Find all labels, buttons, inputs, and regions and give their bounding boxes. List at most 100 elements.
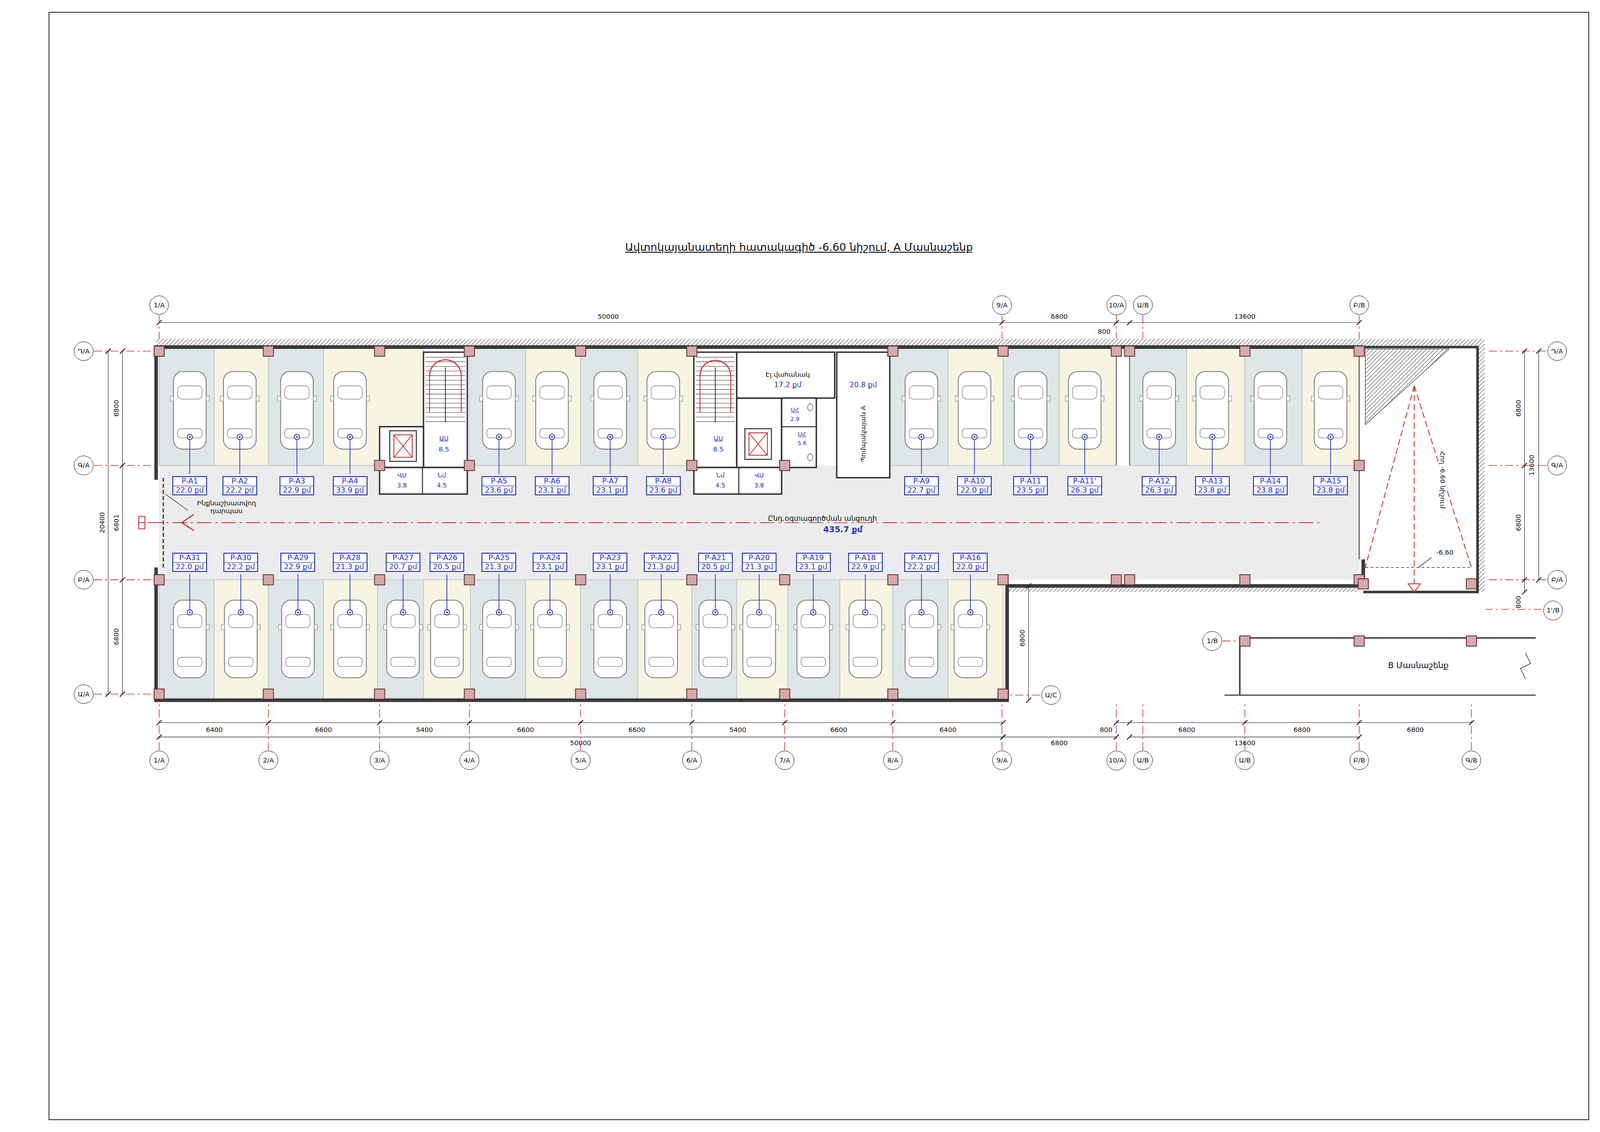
grid-bubble-text: 1'/B xyxy=(1546,606,1560,614)
column xyxy=(1354,346,1365,357)
stair-step xyxy=(695,361,735,363)
parking-stall xyxy=(892,579,948,700)
grid-axis xyxy=(158,315,160,339)
car-body xyxy=(742,600,776,678)
grid-axis xyxy=(1001,704,1003,751)
grid-axis xyxy=(469,704,470,751)
stair-step xyxy=(425,366,466,367)
elevator-cross xyxy=(749,432,768,456)
space-marker xyxy=(712,609,719,616)
car-mirror xyxy=(775,624,779,630)
leader-line xyxy=(921,440,922,475)
grid-axis xyxy=(784,704,785,751)
dimension-line xyxy=(159,736,1004,737)
dimension-label: 5400 xyxy=(415,725,433,734)
grid-bubble-text: Գ/B xyxy=(1465,756,1478,764)
car-mirror xyxy=(845,624,850,630)
car-window xyxy=(651,385,676,399)
room-box: B Մասնաշենք xyxy=(1326,652,1511,678)
leader-line xyxy=(1269,440,1271,475)
dimension-label: -6.60 xyxy=(1436,548,1454,556)
leader-line xyxy=(921,574,922,610)
grid-axis xyxy=(1358,704,1360,751)
parking-stall xyxy=(1059,346,1117,466)
leader-line xyxy=(165,493,188,511)
parking-label: P-A1423.8 քմ xyxy=(1253,476,1288,496)
grid-bubble: 10/A xyxy=(1106,750,1127,771)
grid-bubble-text: 7/A xyxy=(779,756,791,764)
car-body xyxy=(593,600,627,678)
car-mirror xyxy=(366,395,370,401)
parking-label-text: P-A30 xyxy=(224,553,258,563)
car-window xyxy=(957,614,983,628)
space-marker xyxy=(186,609,193,616)
car-body xyxy=(644,600,678,678)
parking-stall xyxy=(839,579,893,700)
car-mirror xyxy=(590,395,595,401)
stair-divider xyxy=(714,367,716,423)
car-symbol xyxy=(901,371,941,450)
car-window xyxy=(537,614,563,628)
space-marker xyxy=(1156,434,1162,440)
dimension-tick xyxy=(1522,577,1528,583)
leader-line xyxy=(240,574,242,610)
car-mirror xyxy=(1286,395,1290,401)
car-window xyxy=(962,385,987,399)
parking-label: P-A723.1 քմ xyxy=(592,476,628,496)
car-mirror xyxy=(626,624,630,630)
car-body xyxy=(430,600,464,678)
dimension-tick xyxy=(119,577,125,583)
car-symbol xyxy=(793,600,833,678)
car-mirror xyxy=(955,395,959,401)
car-window xyxy=(1258,428,1283,438)
grid-bubble-text: Ա/B xyxy=(1136,301,1149,309)
dimension-label: 6800 xyxy=(1050,739,1068,747)
parking-label: P-A922.7 քմ xyxy=(904,476,939,496)
grid-bubble-text: 10/A xyxy=(1108,756,1124,764)
leader-line xyxy=(297,574,299,610)
elevator-shaft xyxy=(745,428,772,460)
leader-line xyxy=(189,440,191,475)
car-window xyxy=(337,614,363,628)
column xyxy=(1124,574,1135,585)
column xyxy=(1354,460,1365,471)
car-symbol xyxy=(330,371,370,450)
parking-label: P-A1226.3 քմ xyxy=(1141,476,1177,496)
car-window xyxy=(801,657,826,667)
car-mirror xyxy=(590,624,595,630)
dimension-line xyxy=(1003,736,1117,737)
dimension-label: Հող -6.60 նիշում xyxy=(1439,449,1447,510)
space-marker xyxy=(862,609,869,616)
wc-room xyxy=(781,398,817,468)
dimension-label: 13600 xyxy=(1234,739,1256,747)
dimension-label: 13600 xyxy=(1234,312,1256,321)
dimension-label: 6800 xyxy=(1050,312,1068,321)
dimension-tick xyxy=(156,734,162,740)
room-box: ՎՍ3.8 xyxy=(379,467,423,494)
dimension-label: 6800 xyxy=(112,399,121,417)
space-marker-center xyxy=(1269,435,1272,438)
elevator-car xyxy=(749,432,768,456)
grid-axis xyxy=(93,579,154,580)
parking-stall xyxy=(736,579,788,700)
car-body xyxy=(535,371,569,450)
car-symbol xyxy=(278,600,318,678)
car-mirror xyxy=(419,624,423,630)
dimension-tick xyxy=(265,719,271,725)
dimension-tick xyxy=(1522,589,1528,595)
car-symbol xyxy=(590,371,630,450)
dimension-tick xyxy=(1522,348,1528,354)
ramp-slope xyxy=(1365,385,1472,568)
parking-stall xyxy=(377,579,424,700)
parking-label-text: P-A31 xyxy=(173,553,207,563)
parking-label: P-A1722.2 քմ xyxy=(904,552,939,572)
car-mirror xyxy=(427,624,431,630)
room-box: ՍՀ5.6 xyxy=(781,426,817,468)
grid-axis xyxy=(1116,315,1117,339)
parking-stall xyxy=(947,346,1004,466)
parking-stall xyxy=(525,346,581,466)
space-marker xyxy=(347,434,353,440)
break-line xyxy=(1520,652,1531,679)
parking-label-text: 23.1 քմ xyxy=(535,486,569,495)
dimension-label: 6800 xyxy=(1514,513,1523,531)
